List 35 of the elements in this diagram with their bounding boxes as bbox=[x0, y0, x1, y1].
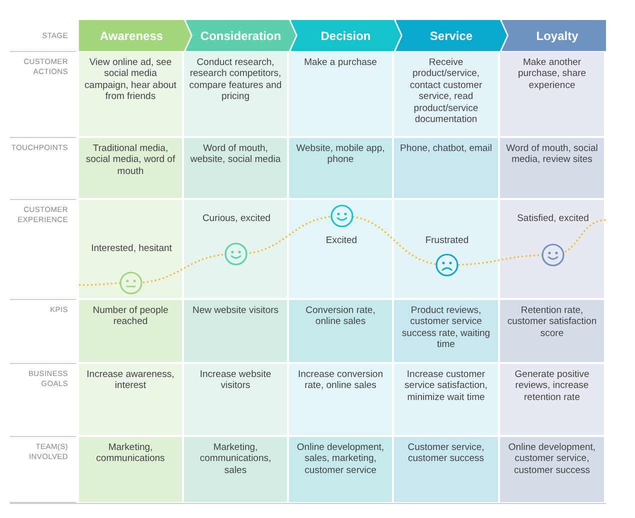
cell-text: Website, mobile app, phone bbox=[295, 143, 386, 166]
stage-header: Consideration bbox=[186, 20, 296, 51]
experience-text: Curious, excited bbox=[201, 213, 272, 224]
cell-text: Online development, sales, marketing, customer service bbox=[296, 442, 386, 476]
experience-text: Frustrated bbox=[424, 235, 470, 246]
cell-text: Receive product/service, contact customer service, read product/service documentation bbox=[408, 57, 484, 126]
experience-text: Satisfied, excited bbox=[516, 213, 590, 224]
cell-text: Retention rate, customer satisfaction score bbox=[506, 305, 598, 340]
cell-text: Increase awareness, interest bbox=[86, 369, 176, 392]
cell-text: Make a purchase bbox=[303, 57, 378, 68]
cell-text: Generate positive reviews, increase retention rate bbox=[514, 369, 590, 404]
cell-text: Increase customer service satisfaction, minimize wait time bbox=[404, 369, 488, 404]
stage-header: Loyalty bbox=[502, 20, 606, 51]
cell-text: Word of mouth, social media, review sites bbox=[505, 143, 599, 166]
cell-text: Increase website visitors bbox=[198, 369, 272, 392]
cell-text: Conduct research, research competitors, compare features and pricing bbox=[188, 57, 283, 103]
stage-header: Service bbox=[396, 20, 507, 51]
cell-text: New website visitors bbox=[191, 305, 280, 316]
cell-text: Online development, customer service, customer success bbox=[507, 442, 597, 476]
cell-text: Customer service, customer success bbox=[406, 442, 486, 465]
cell-text: Marketing, communications, sales bbox=[198, 442, 272, 476]
cell-text: Product reviews, customer service success rate, waiting time bbox=[400, 305, 492, 351]
cell-text: Conversion rate, online sales bbox=[304, 305, 376, 328]
cell-text: View online ad, see social media campaign, hear about from friends bbox=[84, 57, 178, 103]
experience-text: Interested, hesitant bbox=[90, 243, 173, 254]
cell-text: Increase conversion rate, online sales bbox=[296, 369, 384, 392]
cell-text: Traditional media, social media, word of mouth bbox=[84, 143, 176, 178]
cell-text: Make another purchase, share experience bbox=[516, 57, 588, 92]
experience-text: Excited bbox=[324, 235, 358, 246]
cell-text: Phone, chatbot, email bbox=[399, 143, 493, 154]
stage-header: Decision bbox=[290, 20, 401, 51]
cell-text: Number of people reached bbox=[92, 305, 170, 328]
stage-header: Awareness bbox=[79, 20, 191, 51]
cell-text: Word of mouth, website, social media bbox=[189, 143, 282, 166]
cell-text: Marketing, communications bbox=[95, 442, 166, 465]
